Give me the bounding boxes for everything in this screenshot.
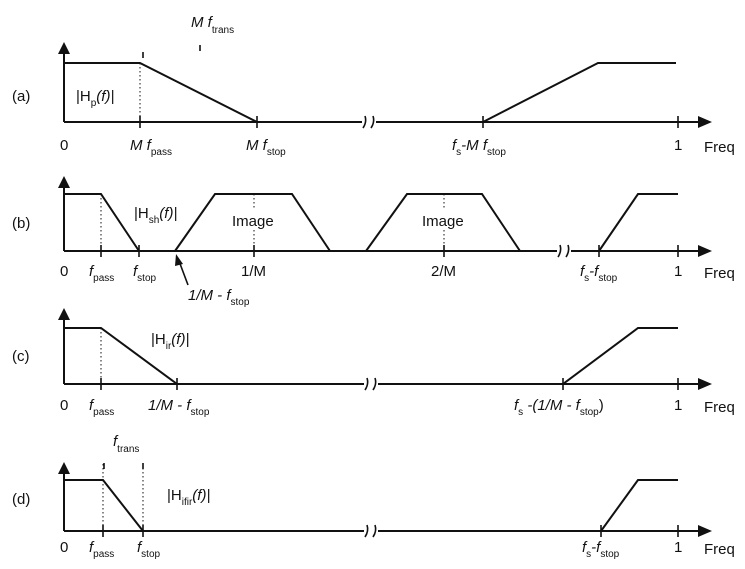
panel-d-tick-label-fs: fs-fstop: [582, 539, 620, 560]
panel-d-axis-label: Freq: [704, 541, 735, 558]
panel-a-response: [64, 62, 258, 123]
panel-c-axis-break: [364, 377, 377, 391]
panel-d-tick-label-one: 1: [674, 539, 682, 556]
panel-a-tick-label-stop: M fstop: [246, 137, 286, 158]
panel-a-axis-label: Freq: [704, 139, 735, 156]
panel-b-x-arrow: [698, 245, 712, 257]
panel-a-x-arrow: [698, 116, 712, 128]
panel-d-tick-label-pass: fpass: [89, 539, 114, 560]
panel-c-tick-label-fs: fs -(1/M - fstop): [514, 397, 604, 418]
panel-d-x-arrow: [698, 525, 712, 537]
panel-b-annotation: 1/M - fstop: [188, 287, 250, 308]
panel-d-magnitude: |Hifir(f)|: [167, 487, 210, 508]
panel-b-image-2-label: Image: [422, 213, 464, 230]
panel-b-tick-label-fs: fs-fstop: [580, 263, 618, 284]
panel-d-label: (d): [12, 491, 30, 508]
panel-a-axis-break: [362, 115, 375, 129]
panel-b-magnitude: |Hsh(f)|: [134, 205, 177, 226]
panel-c-tick-label-pass: fpass: [89, 397, 114, 418]
panel-b-tick-label-pass: fpass: [89, 263, 114, 284]
panel-b-tick-label-one: 1: [674, 263, 682, 280]
panel-d-axis-break: [364, 524, 377, 538]
panel-b-response-fs: [598, 193, 678, 252]
panel-d-tick-label-stop: fstop: [137, 539, 161, 560]
panel-b-image-1-label-bg: [228, 210, 280, 230]
panel-c-axis-label: Freq: [704, 399, 735, 416]
panel-c-tick-label-stop: 1/M - fstop: [148, 397, 210, 418]
panel-b-tick-label-2m: 2/M: [431, 263, 456, 280]
panel-b-annotation-arrow: [178, 260, 189, 286]
panel-b-tick-label-stop: fstop: [133, 263, 157, 284]
panel-b-annotation-arrowhead: [175, 254, 183, 266]
panel-b-origin: 0: [60, 263, 68, 280]
panel-d-y-arrow: [58, 462, 70, 474]
panel-c-x-arrow: [698, 378, 712, 390]
panel-d-trans-label: ftrans: [113, 433, 139, 455]
panel-c-tick-label-one: 1: [674, 397, 682, 414]
panel-d-response-fs: [600, 479, 678, 532]
panel-b-tick-label-1m: 1/M: [241, 263, 266, 280]
panel-c-label: (c): [12, 348, 30, 365]
panel-a-tick-label-fs: fs-M fstop: [452, 137, 506, 158]
panel-b-image-1-label: Image: [232, 213, 274, 230]
panel-b-image-2-label-bg: [418, 210, 470, 230]
panel-c-y-arrow: [58, 308, 70, 320]
panel-a-magnitude: |Hp(f)|: [76, 88, 114, 109]
panel-c-response-fs: [562, 327, 678, 385]
panel-c-origin: 0: [60, 397, 68, 414]
panel-a-y-arrow: [58, 42, 70, 54]
panel-a-label: (a): [12, 88, 30, 105]
panel-b-axis-label: Freq: [704, 265, 735, 282]
panel-a-tick-label-pass: M fpass: [130, 137, 172, 158]
panel-d: (d) ftrans |Hifir(f)| 0 fpass fstop fs-f…: [12, 433, 735, 560]
panel-a-tick-label-one: 1: [674, 137, 682, 154]
panel-b: (b) |Hsh(f)| Image Image 0 fpass fstop 1…: [12, 176, 735, 308]
panel-c: (c) |Hir(f)| 0 fpass 1/M - fstop fs -(1/…: [12, 308, 735, 418]
panel-b-axis-break: [557, 244, 570, 258]
panel-a: (a) M ftrans |Hp(f)| 0 M fpass M fstop f…: [12, 14, 735, 158]
panel-b-y-arrow: [58, 176, 70, 188]
panel-a-response-image: [482, 62, 676, 123]
panel-a-trans-label: M ftrans: [191, 14, 234, 36]
panel-b-label: (b): [12, 215, 30, 232]
panel-c-magnitude: |Hir(f)|: [151, 331, 189, 352]
panel-d-origin: 0: [60, 539, 68, 556]
panel-a-origin: 0: [60, 137, 68, 154]
